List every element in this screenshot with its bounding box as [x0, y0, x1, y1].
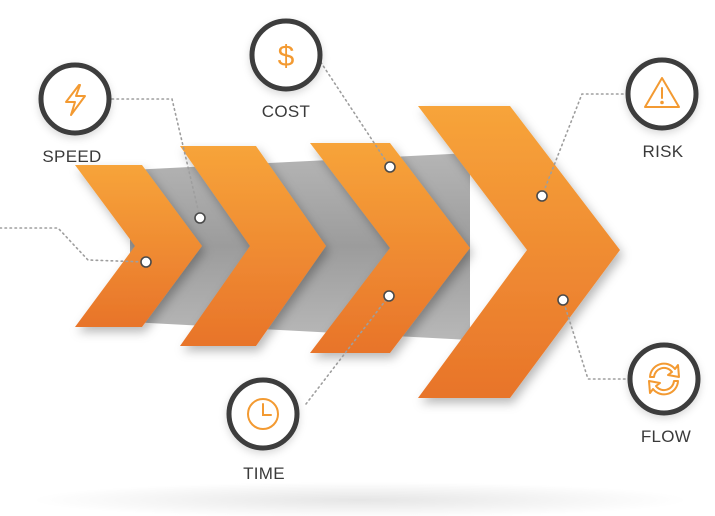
node-label-time: TIME [243, 464, 285, 483]
chevron-arrow-2 [180, 146, 326, 346]
anchor-dots [140, 161, 569, 306]
node-label-flow: FLOW [641, 427, 691, 446]
anchor-dot [194, 212, 206, 224]
chevron-arrow-3 [310, 143, 470, 353]
node-label-cost: COST [262, 102, 310, 121]
lightning-bolt-icon [65, 84, 86, 116]
connector-speed [111, 98, 201, 219]
connector-risk [541, 93, 629, 197]
anchor-dot [383, 290, 395, 302]
connector-left [0, 227, 147, 263]
refresh-arrows-icon [648, 362, 680, 396]
node-flow [627, 342, 701, 416]
floor-shadow [30, 482, 690, 516]
anchor-dot [140, 256, 152, 268]
node-time [226, 377, 300, 451]
node-speed [38, 62, 112, 136]
connector-flow [562, 299, 631, 380]
warning-triangle-icon [644, 77, 680, 108]
chevron-arrow-1 [75, 165, 202, 327]
dollar-sign-icon: $ [278, 40, 295, 73]
connectors [0, 57, 631, 405]
anchor-dot [536, 190, 548, 202]
anchor-dot [557, 294, 569, 306]
node-label-risk: RISK [643, 142, 684, 161]
node-cost: $ [249, 18, 323, 92]
chevron-arrow-4 [418, 106, 620, 398]
connector-cost [317, 57, 391, 168]
node-label-speed: SPEED [42, 147, 101, 166]
icon-rings: $ [38, 18, 701, 451]
chevron-arrows [75, 106, 620, 398]
node-risk [625, 57, 699, 131]
anchor-dot [384, 161, 396, 173]
clock-icon [247, 398, 279, 430]
